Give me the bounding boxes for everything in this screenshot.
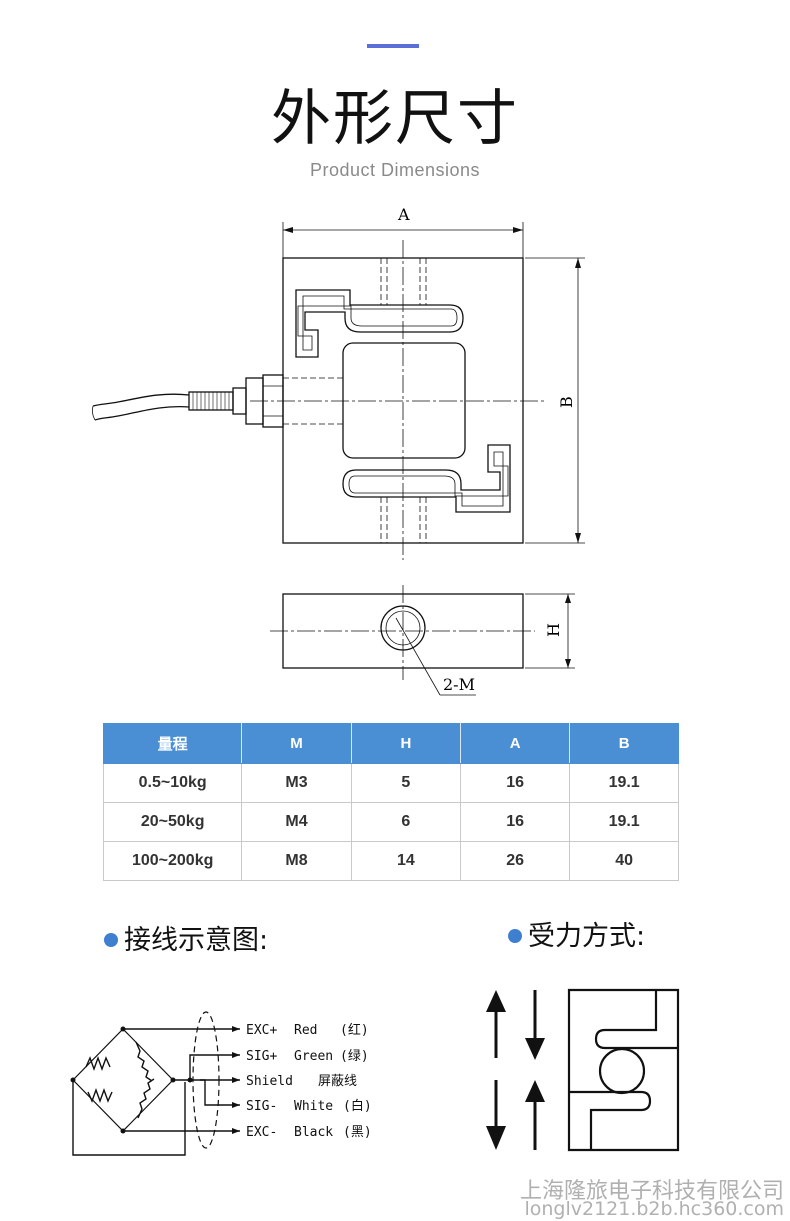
table-row: 0.5~10kg M3 5 16 19.1: [102, 763, 679, 803]
dimension-label-h: H: [544, 623, 563, 637]
dimension-label-a: A: [397, 205, 410, 224]
watermark-company: 上海隆旅电子科技有限公司: [519, 1179, 784, 1204]
s-beam-icon: [567, 988, 680, 1152]
force-heading-text: 受力方式:: [528, 921, 646, 952]
header-a: A: [459, 723, 571, 764]
wire-sig-plus-cn: (绿): [340, 1049, 369, 1064]
bullet-icon: [508, 928, 522, 943]
thread-label-m: 2-M: [443, 675, 475, 694]
cell-a: 26: [459, 841, 571, 881]
cell-m: M4: [241, 802, 352, 842]
cell-h: 14: [350, 841, 462, 881]
dimension-drawing: A B H 2-M: [91, 205, 585, 696]
wire-exc-plus-color: Red: [294, 1023, 317, 1038]
cell-h: 6: [350, 802, 462, 842]
wire-exc-minus-cn: (黑): [343, 1125, 372, 1140]
watermark-url: longlv2121.b2b.hc360.com: [524, 1198, 784, 1220]
wire-exc-plus-code: EXC+: [246, 1023, 277, 1038]
table-row: 20~50kg M4 6 16 19.1: [102, 802, 679, 842]
wire-exc-minus-color: Black: [294, 1125, 333, 1140]
wire-sig-minus-code: SIG-: [246, 1099, 277, 1114]
force-heading: 受力方式:: [508, 914, 645, 953]
wire-shield-code: Shield: [246, 1074, 293, 1089]
spec-table-header-row: 量程 M H A B: [102, 723, 679, 764]
cell-h: 5: [350, 763, 462, 803]
cell-a: 16: [459, 763, 571, 803]
page-title: 外形尺寸: [271, 84, 519, 154]
dimension-label-b: B: [557, 396, 576, 408]
wire-sig-minus-cn: (白): [343, 1098, 372, 1114]
cell-m: M8: [241, 841, 352, 881]
wire-exc-minus-code: EXC-: [246, 1125, 277, 1140]
wiring-diagram: [70, 1011, 240, 1156]
table-row: 100~200kg M8 14 26 40: [102, 841, 679, 881]
wiring-heading-text: 接线示意图:: [124, 925, 269, 956]
wire-exc-plus-cn: (红): [340, 1022, 369, 1038]
bullet-icon: [104, 932, 118, 947]
wire-sig-plus-color: Green: [294, 1049, 333, 1064]
cell-b: 19.1: [569, 802, 679, 842]
wiring-heading: 接线示意图:: [104, 918, 268, 957]
cell-range: 0.5~10kg: [102, 763, 243, 803]
cell-range: 20~50kg: [102, 802, 243, 842]
cell-a: 16: [459, 802, 571, 842]
force-arrows: [486, 990, 545, 1150]
wire-sig-plus-code: SIG+: [246, 1049, 277, 1064]
title-accent-bar: [367, 44, 419, 48]
header-h: H: [350, 723, 462, 764]
header-b: B: [569, 723, 679, 764]
cell-b: 40: [569, 841, 679, 881]
page-subtitle: Product Dimensions: [309, 160, 481, 180]
header-m: M: [241, 723, 352, 764]
wire-shield-cn: 屏蔽线: [318, 1074, 357, 1089]
wire-sig-minus-color: White: [294, 1099, 333, 1114]
cell-m: M3: [241, 763, 352, 803]
cell-b: 19.1: [569, 763, 679, 803]
header-range: 量程: [102, 723, 243, 764]
cell-range: 100~200kg: [102, 841, 243, 881]
spec-table: 量程 M H A B 0.5~10kg M3 5 16 19.1 20~50kg…: [102, 723, 679, 881]
